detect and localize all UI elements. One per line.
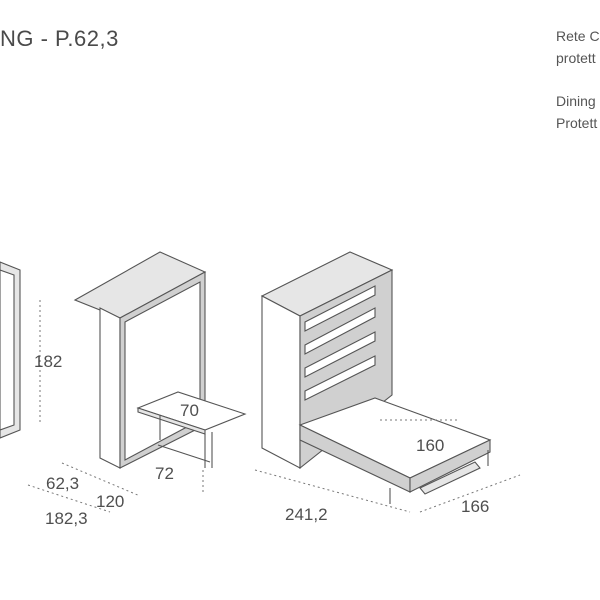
sidebar-heading-1: Rete C [556,28,600,44]
dim-total-width: 166 [461,497,489,516]
cabinet-partial-left [0,261,41,439]
cabinet-with-table [73,251,247,495]
dim-depth-open: 182,3 [45,509,88,528]
dimension-lines [27,462,521,513]
page-title: NG - P.62,3 [0,26,119,51]
dim-bed-width: 160 [416,436,444,455]
sidebar-sub-2: Protett [556,115,598,131]
sidebar-heading-2: Dining [556,93,596,109]
dim-height: 182 [34,352,62,371]
dim-width-closed: 120 [96,492,124,511]
dim-table-width: 72 [155,464,174,483]
cabinet-with-bed [260,251,492,504]
sidebar-sub-1: protett [556,50,596,66]
dim-total-length: 241,2 [285,505,328,524]
dim-table-depth: 70 [180,401,199,420]
dim-depth-closed: 62,3 [46,474,79,493]
